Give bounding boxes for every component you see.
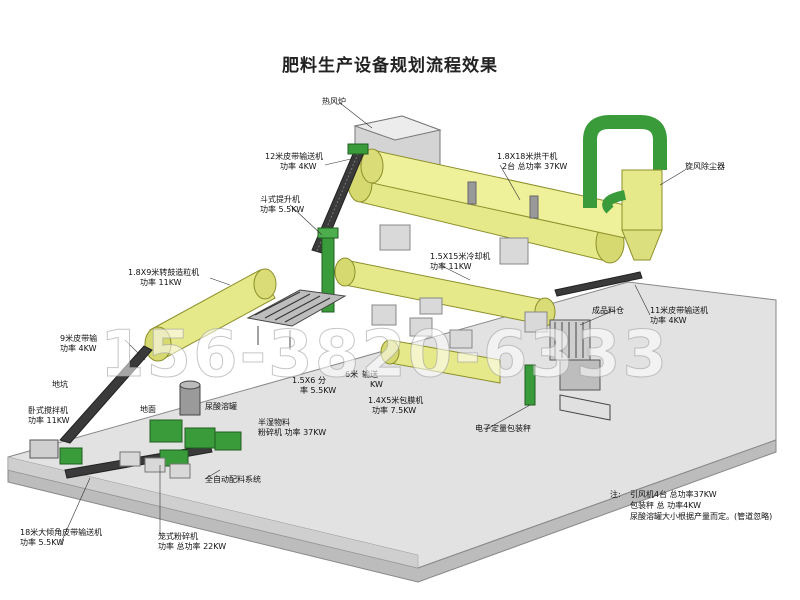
- label-granulator-power: 功率 11KW: [140, 278, 182, 287]
- label-finished-bin: 成品料仓: [592, 306, 624, 315]
- label-belt-12m: 12米皮带输送机: [265, 152, 324, 161]
- cyclone-dust-collector: [583, 115, 667, 261]
- label-belt-9m: 9米皮带输: [60, 334, 98, 343]
- label-granulator: 1.8X9米转鼓造粒机: [128, 268, 200, 277]
- label-belt-11m: 11米皮带输送机: [650, 306, 709, 315]
- platform-face: [7, 456, 419, 569]
- label-batching: 全自动配料系统: [205, 475, 261, 484]
- label-cage-crusher-power: 功率 总功率 22KW: [158, 542, 227, 551]
- note-prefix: 注:: [610, 490, 621, 499]
- label-cyclone: 旋风除尘器: [685, 162, 725, 171]
- label-belt-9m-power: 功率 4KW: [60, 344, 97, 353]
- crushers: [149, 419, 242, 467]
- label-cage-crusher: 笼式粉碎机: [158, 532, 198, 541]
- label-mixer: 卧式搅拌机: [28, 406, 68, 415]
- label-dryer-power: 2台 总功率 37KW: [502, 162, 568, 171]
- label-packer: 电子定量包装秤: [475, 424, 531, 433]
- leader-lines: [59, 102, 686, 546]
- cooler-drum: [334, 257, 556, 327]
- label-belt-6m: 6米: [345, 370, 359, 379]
- label-belt-6m-b: 输送: [362, 370, 378, 379]
- granulator-drum: [144, 268, 277, 362]
- label-coating: 1.4X5米包膜机: [368, 396, 424, 405]
- label-belt-11m-power: 功率 4KW: [650, 316, 687, 325]
- page-title: 肥料生产设备规划流程效果: [282, 56, 498, 76]
- screen-machine: [246, 289, 347, 350]
- label-coating-power: 功率 7.5KW: [372, 406, 417, 415]
- batching-system: [119, 451, 191, 479]
- label-screen: 1.5X6: [292, 376, 316, 385]
- label-cooler: 1.5X15米冷却机: [430, 252, 491, 261]
- dryer-drums: [347, 148, 626, 264]
- label-tank: 尿酸溶罐: [205, 402, 237, 411]
- label-ground: 地面: [140, 405, 156, 414]
- belt-conveyor-12m: [311, 143, 369, 254]
- label-pit: 地坑: [52, 380, 68, 389]
- label-bucket-power: 功率 5.5KW: [260, 205, 305, 214]
- label-screen-power: 分: [318, 376, 326, 385]
- label-semi-crusher-b: 粉碎机 功率 37KW: [258, 428, 327, 437]
- label-hot-stove: 热风炉: [322, 97, 346, 106]
- label-semi-crusher: 半湿物料: [258, 418, 290, 427]
- label-belt-6m-b-power: KW: [370, 380, 383, 389]
- label-belt-12m-power: 功率 4KW: [280, 162, 317, 171]
- label-belt-18m-power: 功率 5.5KW: [20, 538, 65, 547]
- label-belt-18m: 18米大倾角皮带输送机: [20, 528, 103, 537]
- label-mixer-power: 功率 11KW: [28, 416, 70, 425]
- grey-equipment-blocks: [371, 224, 548, 349]
- belt-conveyor-11m: [554, 271, 643, 297]
- belt-conveyor-9m: [59, 345, 153, 444]
- note-line-3: 尿酸溶罐大小根据产量而定。(管道忽略): [630, 512, 773, 521]
- urea-tank: [179, 380, 201, 416]
- note-line-2: 包装秤 总 功率4KW: [630, 501, 702, 510]
- coating-drum: [380, 339, 501, 384]
- label-dryer: 1.8X18米烘干机: [497, 152, 558, 161]
- finished-bin: [524, 319, 611, 421]
- label-belt-6m-power: 率 5.5KW: [300, 386, 337, 395]
- mixer-and-pit: [29, 439, 83, 465]
- bucket-elevator: [317, 227, 339, 313]
- note-line-1: 引风机4台 总功率37KW: [630, 490, 717, 499]
- label-bucket-elevator: 斗式提升机: [260, 195, 300, 204]
- phone-watermark: 156-3820-6333: [100, 318, 669, 393]
- label-cooler-power: 功率 11KW: [430, 262, 472, 271]
